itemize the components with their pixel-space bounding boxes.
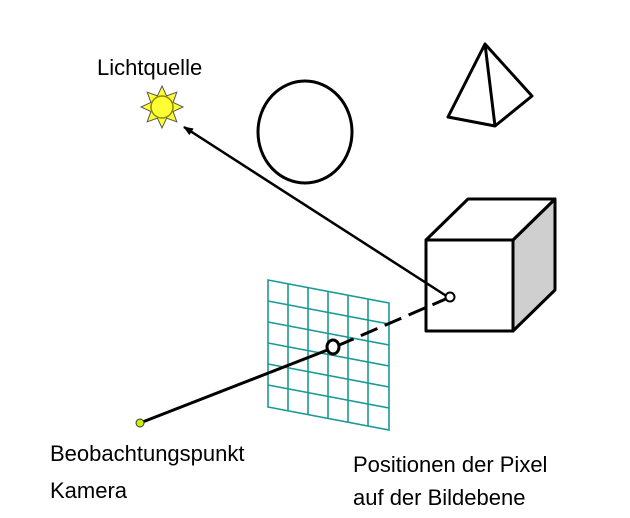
- camera-point: [135, 418, 145, 428]
- camera-ray: [139, 347, 331, 425]
- pixel-point: [325, 338, 341, 356]
- camera-label-line2: Kamera: [50, 478, 128, 503]
- hit-point: [444, 291, 456, 303]
- camera-label-line1: Beobachtungspunkt: [50, 441, 245, 466]
- pixels-label-line2: auf der Bildebene: [353, 485, 526, 510]
- pyramid-object: [446, 42, 534, 128]
- ray-behind-plane: [336, 296, 449, 348]
- sun-icon: [139, 84, 185, 130]
- pixels-label-line1: Positionen der Pixel: [353, 452, 548, 477]
- shadow-ray-arrow: [183, 125, 449, 299]
- sphere-object: [256, 79, 354, 185]
- cube-object: [424, 197, 557, 333]
- light-source-label: Lichtquelle: [97, 55, 203, 80]
- image-plane-grid: [267, 279, 390, 431]
